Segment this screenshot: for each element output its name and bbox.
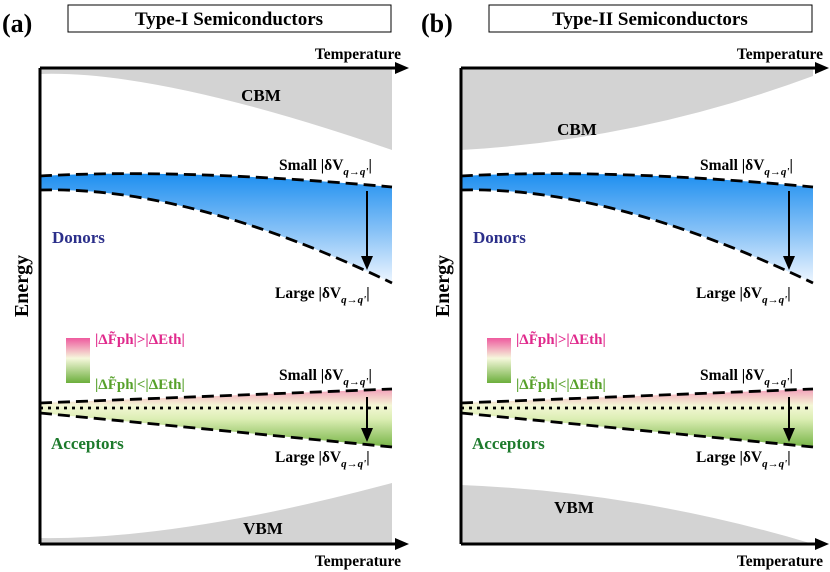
panel-b-cbm-label: CBM [557, 120, 597, 139]
panel-a-acceptor-region [40, 389, 392, 447]
panel-a-donors-label: Donors [52, 228, 105, 247]
panel-b-donor-region [461, 173, 813, 283]
panel-a-donor-upper-line [39, 172, 393, 189]
panel-b-acceptor-small-label: Small |δVq→q'| [700, 367, 793, 388]
panel-b-donors-label: Donors [473, 228, 526, 247]
panel-a-vbm-region [40, 483, 392, 544]
panel-b-donor-small-label: Small |δVq→q'| [700, 157, 793, 178]
panel-a-bottom-axis-arrow [395, 538, 409, 550]
panel-a-donor-small-label: Small |δVq→q'| [279, 157, 372, 178]
panel-a-acceptor-upper-line [39, 387, 393, 405]
panel-b-bottom-axis-arrow [815, 538, 829, 550]
svg-text:Large |δVq→q'|: Large |δVq→q'| [696, 449, 791, 470]
panel-a-donor-arrow-head [361, 256, 373, 270]
svg-text:Small |δVq→q'|: Small |δVq→q'| [700, 157, 793, 178]
panel-a-acceptor-lower-line [39, 411, 393, 449]
panel-b-legend-green: |ΔF̃ph|<|ΔEth| [516, 376, 606, 393]
panel-a-top-axis-label: Temperature [315, 46, 401, 63]
panel-b-top-axis-arrow [815, 62, 829, 74]
panel-a-legend-green: |ΔF̃ph|<|ΔEth| [95, 376, 185, 393]
panel-b-vbm-label: VBM [554, 498, 594, 517]
panel-a-legend-pink: |ΔF̃ph|>|ΔEth| [95, 331, 185, 348]
svg-text:Large |δVq→q'|: Large |δVq→q'| [275, 285, 370, 306]
svg-text:Large |δVq→q'|: Large |δVq→q'| [696, 285, 791, 306]
panel-a-energy-label: Energy [11, 255, 33, 317]
panel-b-vbm-region [461, 485, 813, 544]
svg-text:Small |δVq→q'|: Small |δVq→q'| [279, 157, 372, 178]
panel-a: (a) Type-I Semiconductors Temperature Te… [2, 4, 409, 570]
panel-b-donor-lower-line [460, 188, 814, 285]
panel-b-acceptor-lower-line [460, 411, 814, 449]
panel-a-acceptor-arrow-head [361, 428, 373, 442]
panel-a-vbm-label: VBM [243, 519, 283, 538]
panel-a-cbm-label: CBM [241, 86, 281, 105]
panel-a-donor-region [40, 173, 392, 283]
panel-a-acceptor-small-label: Small |δVq→q'| [279, 367, 372, 388]
panel-b-donor-arrow-head [783, 256, 795, 270]
panel-b-acceptor-region [461, 389, 813, 447]
panel-b-legend-swatch [487, 338, 511, 383]
panel-b-donor-large-label: Large |δVq→q'| [696, 285, 791, 306]
panel-b-cbm-region [461, 68, 813, 150]
svg-text:Large |δVq→q'|: Large |δVq→q'| [275, 449, 370, 470]
panel-b-acceptor-arrow-head [783, 428, 795, 442]
panel-b-donor-upper-line [460, 172, 814, 189]
panel-a-title-box [67, 4, 392, 33]
panel-a-title: Type-I Semiconductors [135, 9, 323, 30]
panel-a-label: (a) [2, 9, 32, 38]
panel-b-label: (b) [421, 9, 453, 38]
panel-a-acceptors-label: Acceptors [51, 434, 124, 453]
panel-b-legend-pink: |ΔF̃ph|>|ΔEth| [516, 331, 606, 348]
panel-a-donor-lower-line [39, 188, 393, 285]
panel-b-acceptor-upper-line [460, 387, 814, 405]
panel-a-bottom-axis-label: Temperature [315, 553, 401, 570]
panel-b-top-axis-label: Temperature [737, 46, 823, 63]
panel-b-acceptor-large-label: Large |δVq→q'| [696, 449, 791, 470]
panel-b-acceptors-label: Acceptors [472, 434, 545, 453]
panel-a-legend-swatch [66, 338, 90, 383]
panel-b: (b) Type-II Semiconductors Temperature T… [421, 4, 829, 570]
panel-b-energy-label: Energy [432, 255, 454, 317]
panel-a-donor-large-label: Large |δVq→q'| [275, 285, 370, 306]
panel-b-bottom-axis-label: Temperature [737, 553, 823, 570]
svg-text:Small |δVq→q'|: Small |δVq→q'| [700, 367, 793, 388]
panel-a-cbm-region [40, 68, 392, 150]
panel-b-title-box [488, 4, 813, 33]
svg-text:Small |δVq→q'|: Small |δVq→q'| [279, 367, 372, 388]
panel-a-top-axis-arrow [395, 62, 409, 74]
panel-a-acceptor-large-label: Large |δVq→q'| [275, 449, 370, 470]
panel-b-title: Type-II Semiconductors [552, 9, 747, 30]
